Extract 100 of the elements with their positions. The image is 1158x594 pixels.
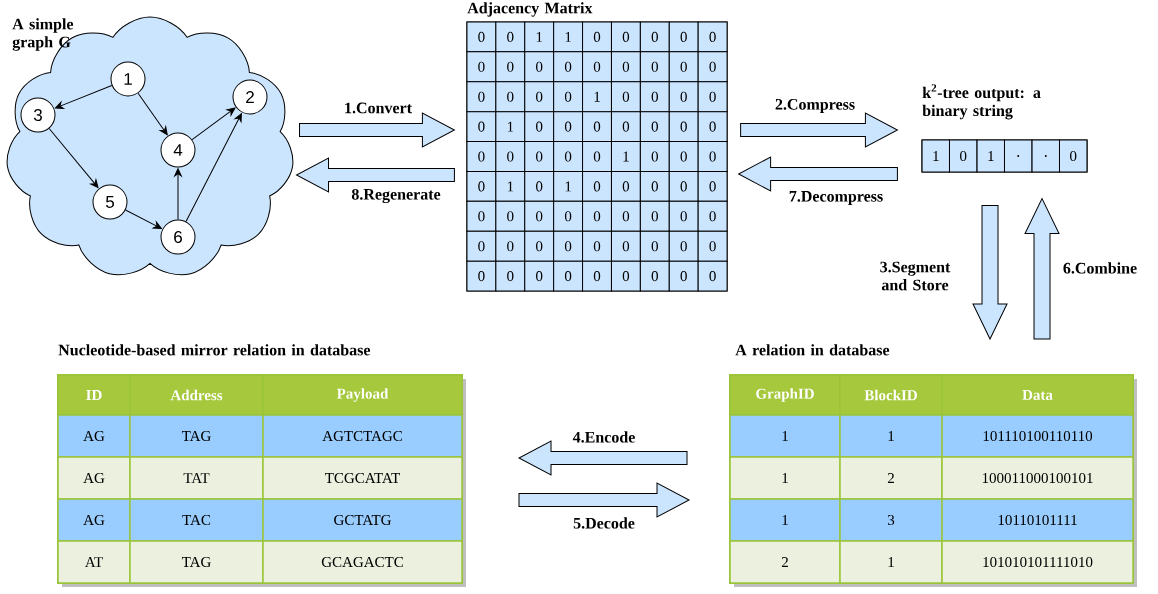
matrix-cell: 0 — [639, 51, 670, 83]
table-cell: 101110100110110 — [941, 414, 1134, 458]
matrix-cell: 1 — [495, 111, 526, 143]
block-arrow — [518, 482, 690, 518]
bit-cell: 1 — [976, 139, 1006, 173]
table-cell: TAT — [129, 456, 264, 500]
graph-node: 3 — [20, 97, 56, 133]
matrix-cell: 0 — [697, 81, 728, 113]
matrix-cell: 0 — [466, 141, 497, 172]
matrix-cell: 0 — [697, 170, 728, 202]
matrix-cell: 0 — [466, 81, 497, 113]
edge-label: 6.Combine — [1063, 262, 1137, 274]
matrix-cell: 0 — [639, 21, 670, 53]
matrix-cell: 0 — [668, 170, 699, 202]
bit-cell: 1 — [921, 139, 951, 173]
matrix-cell: 0 — [553, 111, 584, 143]
matrix-cell: 0 — [610, 21, 641, 53]
matrix-cell: 0 — [524, 141, 555, 172]
header-cell: BlockID — [839, 374, 943, 416]
matrix-cell: 0 — [668, 111, 699, 143]
block-arrow — [738, 156, 898, 192]
matrix-cell: 0 — [524, 51, 555, 83]
matrix-cell: 0 — [610, 260, 641, 292]
matrix-cell: 0 — [524, 170, 555, 202]
matrix-cell: 0 — [553, 81, 584, 113]
graph-node: 6 — [160, 219, 196, 255]
matrix-cell: 0 — [639, 200, 670, 232]
matrix-cell: 0 — [495, 21, 526, 53]
bit-cell: 0 — [948, 139, 978, 173]
matrix-cell: 1 — [495, 170, 526, 202]
matrix-cell: 1 — [610, 141, 641, 172]
matrix-cell: 0 — [697, 230, 728, 262]
matrix-cell: 0 — [466, 111, 497, 143]
matrix-cell: 0 — [582, 230, 612, 262]
matrix-cell: 0 — [668, 141, 699, 172]
table-cell: TAC — [129, 498, 264, 542]
matrix-cell: 0 — [582, 260, 612, 292]
matrix-cell: 0 — [668, 21, 699, 53]
matrix-cell: 0 — [495, 260, 526, 292]
table-cell: TCGCATAT — [262, 456, 463, 500]
matrix-cell: 0 — [524, 260, 555, 292]
matrix-cell: 0 — [495, 200, 526, 232]
header-cell: ID — [57, 374, 131, 416]
table-cell: 2 — [729, 540, 841, 584]
matrix-cell: 0 — [582, 21, 612, 53]
matrix-cell: 0 — [697, 141, 728, 172]
matrix-cell: 0 — [697, 260, 728, 292]
matrix-cell: 0 — [697, 51, 728, 83]
table-cell: TAG — [129, 540, 264, 584]
matrix-cell: 0 — [524, 81, 555, 113]
table-cell: 1 — [729, 456, 841, 500]
matrix-cell: 0 — [553, 260, 584, 292]
matrix-cell: 0 — [610, 200, 641, 232]
arrow — [54, 85, 113, 109]
matrix-cell: 0 — [610, 111, 641, 143]
table-cell: AT — [57, 540, 131, 584]
table-cell: 100011000100101 — [941, 456, 1134, 500]
matrix-cell: 0 — [668, 81, 699, 113]
block-arrow — [1024, 198, 1060, 340]
bit-cell: . — [1003, 139, 1033, 173]
table-cell: AG — [57, 414, 131, 458]
edge-label: 1.Convert — [345, 102, 412, 114]
arrow — [48, 127, 99, 189]
edge-label: 2.Compress — [775, 99, 855, 113]
arrow — [137, 92, 168, 136]
matrix-cell: 0 — [553, 141, 584, 172]
matrix-cell: 0 — [668, 260, 699, 292]
header-cell: Payload — [262, 374, 463, 416]
table-cell: AG — [57, 456, 131, 500]
table-cell: 3 — [839, 498, 943, 542]
matrix-cell: 0 — [610, 230, 641, 262]
matrix-cell: 0 — [610, 170, 641, 202]
table-cell: GCAGACTC — [262, 540, 463, 584]
table-cell: 1 — [729, 414, 841, 458]
heading: Nucleotide-based mirror relation in database — [58, 344, 371, 356]
header-cell: Address — [129, 374, 264, 416]
matrix-cell: 0 — [639, 170, 670, 202]
matrix-cell: 0 — [466, 51, 497, 83]
matrix-cell: 0 — [582, 141, 612, 172]
matrix-cell: 0 — [466, 260, 497, 292]
bit-cell: 0 — [1058, 139, 1088, 173]
edge-label: 5.Decode — [573, 517, 635, 529]
edge-label: 3.Segment and Store — [880, 261, 951, 291]
matrix-cell: 0 — [639, 141, 670, 172]
matrix-cell: 0 — [495, 81, 526, 113]
arrow — [125, 209, 162, 229]
matrix-cell: 0 — [466, 200, 497, 232]
bit-cell: . — [1031, 139, 1061, 173]
matrix-cell: 0 — [524, 111, 555, 143]
matrix-cell: 1 — [524, 21, 555, 53]
table-cell: 101010101111010 — [941, 540, 1134, 584]
matrix-cell: 0 — [668, 51, 699, 83]
matrix-cell: 0 — [697, 21, 728, 53]
table-cell: AG — [57, 498, 131, 542]
heading: k$^{2}$-tree output: a binary string — [922, 84, 1041, 120]
edge-label: 8.Regenerate — [351, 188, 441, 204]
block-arrow — [740, 112, 898, 148]
matrix-cell: 0 — [582, 111, 612, 143]
matrix-cell: 0 — [466, 21, 497, 53]
table-cell: GCTATG — [262, 498, 463, 542]
